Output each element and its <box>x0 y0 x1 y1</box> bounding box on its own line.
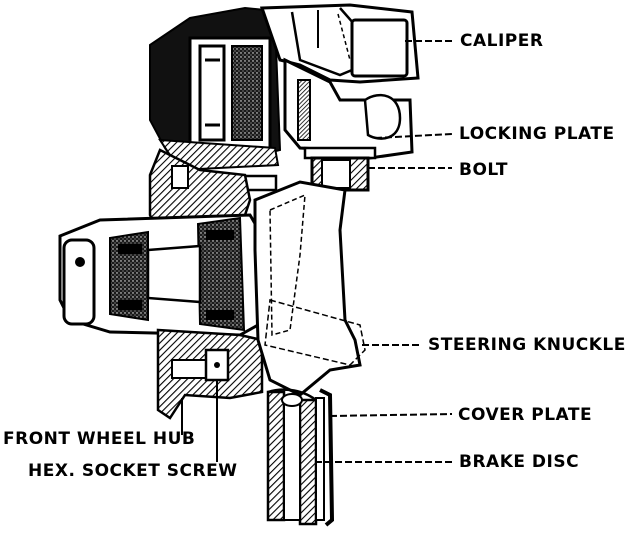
hub-cap-nut <box>75 257 85 267</box>
label-steering-knuckle: STEERING KNUCKLE <box>428 335 626 355</box>
label-caliper: CALIPER <box>460 31 544 51</box>
brake-disc-inner <box>266 390 286 522</box>
leader-cover-plate <box>329 413 453 417</box>
label-hex-socket-screw: HEX. SOCKET SCREW <box>28 461 238 481</box>
steering-arm <box>264 299 366 366</box>
brake-disc-outer <box>298 398 318 526</box>
label-front-wheel-hub: FRONT WHEEL HUB <box>3 429 196 449</box>
stub-axle <box>146 244 202 304</box>
label-bolt: BOLT <box>459 160 509 180</box>
leader-locking-plate <box>374 133 453 139</box>
label-locking-plate: LOCKING PLATE <box>459 124 615 144</box>
label-cover-plate: COVER PLATE <box>458 405 593 425</box>
cover-plate <box>319 388 335 527</box>
brake-pad-outer <box>231 45 263 141</box>
steering-knuckle <box>253 180 362 397</box>
label-brake-disc: BRAKE DISC <box>459 452 580 472</box>
